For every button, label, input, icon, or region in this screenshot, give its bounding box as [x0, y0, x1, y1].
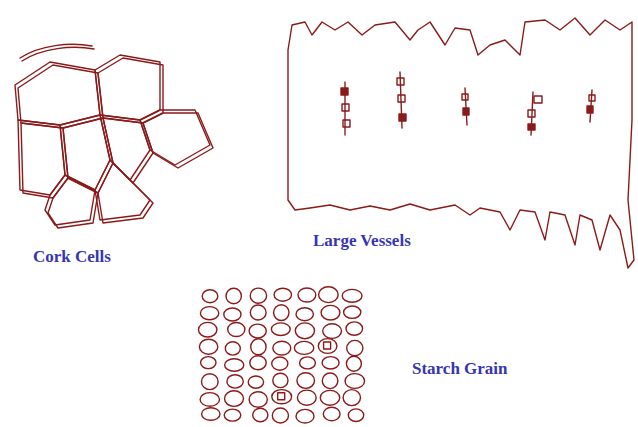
- starch-grain: [298, 288, 316, 302]
- figure-label: Large Vessels: [313, 231, 411, 251]
- starch-grains: [199, 287, 365, 423]
- starch-grain: [323, 324, 342, 339]
- starch-grain: [297, 390, 316, 405]
- starch-grain: [250, 305, 266, 320]
- starch-grain: [271, 323, 290, 336]
- figure-label: Starch Grain: [412, 359, 508, 379]
- starch-grain: [319, 287, 339, 303]
- grain-hilum: [324, 342, 331, 349]
- starch-grain: [347, 340, 363, 355]
- starch-grain: [201, 357, 216, 369]
- starch-grain: [251, 339, 266, 355]
- starch-grain: [273, 373, 288, 387]
- starch-grain: [273, 341, 291, 355]
- starch-grain: [343, 390, 360, 406]
- starch-grain: [297, 373, 315, 389]
- figure-label: Cork Cells: [33, 247, 111, 267]
- starch-grain: [200, 393, 219, 407]
- starch-grain: [253, 408, 268, 422]
- cork-cells: [15, 44, 213, 228]
- starch-grain: [274, 305, 289, 321]
- starch-grain: [225, 391, 244, 407]
- starch-grain: [228, 323, 245, 337]
- starch-grain: [318, 339, 337, 354]
- cork-outline: [18, 58, 213, 228]
- starch-grain: [272, 357, 288, 370]
- starch-grain: [294, 341, 313, 354]
- large-vessels: [288, 18, 634, 268]
- grain-hilum: [278, 393, 285, 400]
- starch-grain: [225, 342, 240, 355]
- starch-grain: [226, 288, 241, 304]
- starch-grain: [248, 376, 263, 388]
- starch-grain: [200, 307, 218, 320]
- starch-grain: [346, 322, 363, 335]
- starch-grain: [342, 289, 362, 302]
- starch-grain: [250, 288, 266, 303]
- starch-grain: [227, 375, 243, 388]
- starch-grain: [321, 305, 340, 320]
- cork-wall: [22, 47, 94, 61]
- starch-grain: [249, 392, 267, 407]
- starch-grain: [274, 288, 291, 301]
- vessel-outline: [288, 18, 634, 268]
- starch-grain: [323, 407, 340, 421]
- cork-outline: [15, 55, 210, 225]
- starch-grain: [295, 323, 314, 339]
- starch-grain: [348, 409, 363, 422]
- starch-grain: [300, 357, 316, 369]
- starch-grain: [272, 408, 288, 423]
- starch-grain: [202, 374, 219, 390]
- starch-grain: [272, 390, 292, 404]
- starch-grain: [346, 356, 361, 371]
- starch-grain: [320, 390, 339, 405]
- starch-grain: [224, 308, 241, 321]
- starch-grain: [249, 324, 266, 338]
- starch-grain: [322, 357, 339, 369]
- starch-grain: [345, 374, 365, 389]
- starch-grain: [199, 322, 217, 337]
- starch-grain: [296, 409, 314, 423]
- starch-grain: [202, 408, 220, 421]
- starch-grain: [322, 373, 338, 389]
- vessel-pits: [341, 72, 595, 135]
- starch-grain: [199, 339, 217, 354]
- starch-grain: [250, 356, 266, 370]
- starch-grain: [225, 359, 244, 372]
- starch-grain: [344, 306, 361, 318]
- starch-grain: [202, 290, 218, 303]
- starch-grain: [224, 409, 241, 421]
- starch-grain: [296, 308, 313, 321]
